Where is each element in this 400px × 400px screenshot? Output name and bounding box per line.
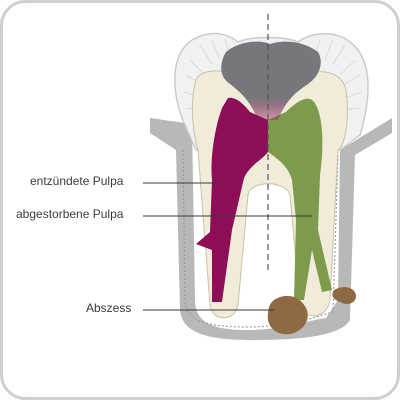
inflamed-pulp (196, 97, 268, 302)
caries-cavity (221, 41, 321, 120)
label-inflamed-pulp: entzündete Pulpa (30, 174, 124, 188)
abscess (267, 287, 356, 335)
label-dead-pulp: abgestorbene Pulpa (16, 207, 124, 221)
dead-pulp (268, 98, 332, 301)
label-abscess: Abszess (86, 301, 132, 315)
gum-socket (150, 118, 392, 340)
